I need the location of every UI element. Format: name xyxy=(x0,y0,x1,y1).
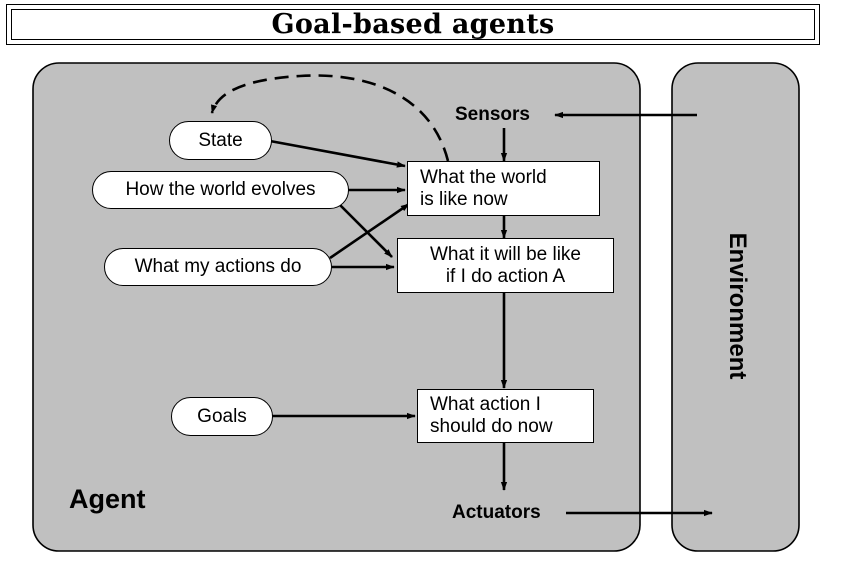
box-action-result-line2: if I do action A xyxy=(445,265,566,287)
box-world-now-line2: is like now xyxy=(420,188,508,210)
oval-state: State xyxy=(169,121,272,160)
page-title: Goal-based agents xyxy=(271,9,555,40)
arrow-evolves-to-action-result xyxy=(337,202,393,258)
oval-state-label: State xyxy=(198,129,243,151)
box-action-result-line1: What it will be like xyxy=(430,243,581,265)
box-what-action-line1: What action I xyxy=(430,394,541,415)
agent-label: Agent xyxy=(69,484,146,514)
box-action-result: What it will be like if I do action A xyxy=(397,238,614,293)
oval-world-evolves: How the world evolves xyxy=(92,171,349,209)
box-what-action: What action I should do now xyxy=(417,389,594,443)
oval-actions-do-label: What my actions do xyxy=(134,256,302,277)
environment-panel xyxy=(671,62,800,552)
agent-panel xyxy=(32,62,641,552)
environment-label: Environment xyxy=(724,232,751,380)
box-world-now: What the world is like now xyxy=(407,161,600,216)
box-world-now-line1: What the world xyxy=(420,166,547,188)
arrow-state-to-world-now xyxy=(269,139,406,168)
box-what-action-line2: should do now xyxy=(430,416,553,437)
arrow-feedback-dashed xyxy=(210,74,450,162)
arrow-actions-to-world-now xyxy=(329,202,410,260)
title-banner: Goal-based agents xyxy=(6,4,820,45)
oval-goals-label: Goals xyxy=(197,405,247,427)
actuators-label: Actuators xyxy=(452,502,541,523)
oval-goals: Goals xyxy=(171,397,273,436)
oval-actions-do: What my actions do xyxy=(104,248,332,286)
title-banner-inner: Goal-based agents xyxy=(11,9,815,40)
oval-world-evolves-label: How the world evolves xyxy=(125,179,316,200)
sensors-label: Sensors xyxy=(455,104,530,125)
